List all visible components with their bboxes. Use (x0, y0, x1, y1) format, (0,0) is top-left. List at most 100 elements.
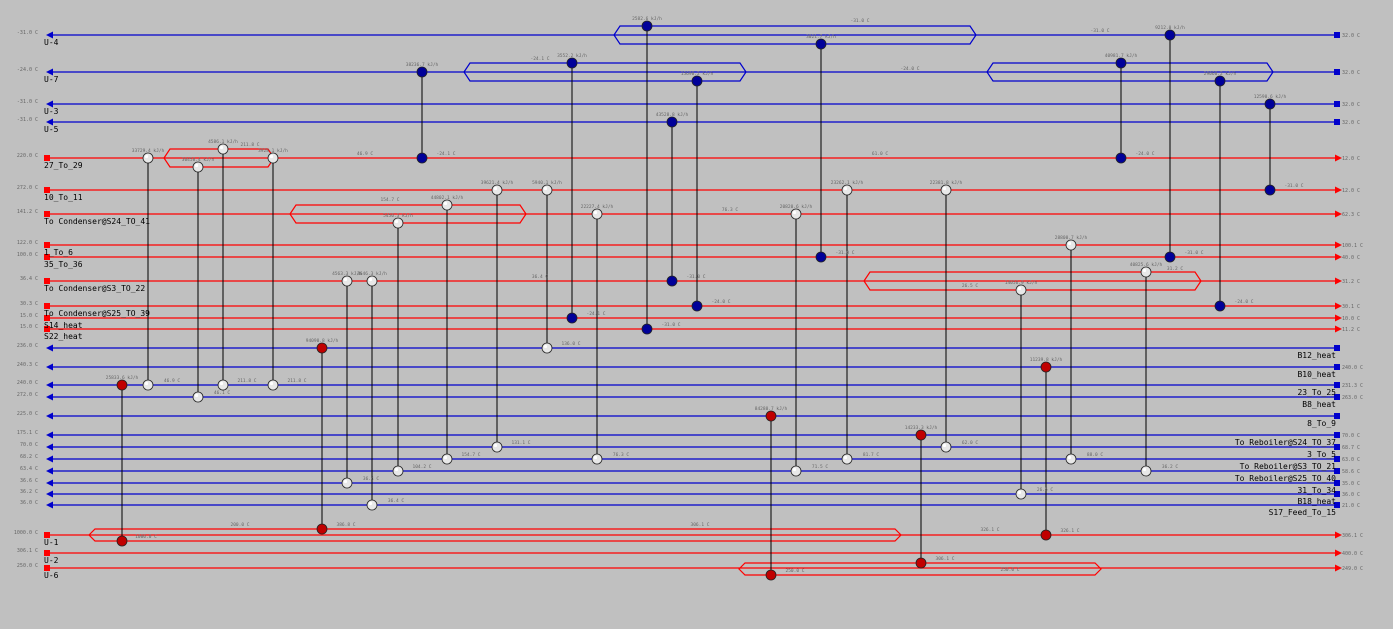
stream-inlet-temperature: 141.2 C (17, 209, 38, 215)
heater-node-top[interactable] (1040, 361, 1052, 373)
exchanger-node-bottom[interactable] (591, 453, 603, 465)
exchanger-node-top[interactable] (591, 208, 603, 220)
stream-name-label: U-4 (44, 38, 59, 47)
heater-node-bottom[interactable] (765, 569, 777, 581)
cooler-node-top[interactable] (815, 38, 827, 50)
exchanger-node-bottom[interactable] (392, 465, 404, 477)
exchanger-node-top[interactable] (441, 199, 453, 211)
exchanger-node-top[interactable] (1065, 239, 1077, 251)
exchanger-node-top[interactable] (790, 208, 802, 220)
exchanger-duty-label: 4586.1 kJ/h (208, 139, 238, 145)
exchanger-node-top[interactable] (192, 161, 204, 173)
stream-name-label: 10_To_11 (44, 193, 83, 202)
exchanger-node-top[interactable] (1140, 266, 1152, 278)
cooler-node-bottom[interactable] (1115, 152, 1127, 164)
exchanger-duty-label: 38236.7 kJ/h (406, 62, 439, 68)
cooler-node-bottom[interactable] (815, 251, 827, 263)
exchanger-node-top[interactable] (541, 184, 553, 196)
cooler-node-bottom[interactable] (641, 323, 653, 335)
exchanger-temperature-label: 26.5 C (1037, 487, 1054, 493)
exchanger-temperature-label: 136.0 C (562, 341, 581, 347)
cooler-node-bottom[interactable] (666, 275, 678, 287)
heater-node-top[interactable] (316, 342, 328, 354)
heater-node-bottom[interactable] (316, 523, 328, 535)
cooler-node-top[interactable] (1214, 75, 1226, 87)
exchanger-node-bottom[interactable] (267, 379, 279, 391)
stream-inlet-temperature: 68.2 C (20, 454, 38, 460)
cooler-node-top[interactable] (416, 66, 428, 78)
exchanger-temperature-label: 131.1 C (512, 440, 531, 446)
exchanger-node-top[interactable] (491, 184, 503, 196)
exchanger-node-bottom[interactable] (192, 391, 204, 403)
stream-outlet-temperature: 100.1 C (1342, 243, 1363, 249)
stream-split-loop[interactable] (863, 271, 1202, 291)
hot-stream-arrow (1335, 549, 1342, 557)
exchanger-node-top[interactable] (392, 217, 404, 229)
exchanger-node-top[interactable] (217, 143, 229, 155)
stream-name-label: B18_heat (1297, 497, 1336, 506)
exchanger-node-top[interactable] (142, 152, 154, 164)
cold-stream-arrow (46, 431, 53, 439)
exchanger-node-bottom[interactable] (541, 342, 553, 354)
cooler-node-top[interactable] (691, 75, 703, 87)
stream-split-loop[interactable] (986, 62, 1274, 82)
exchanger-node-top[interactable] (267, 152, 279, 164)
stream-outlet-temperature: 240.0 C (1342, 365, 1363, 371)
cooler-node-bottom[interactable] (1164, 251, 1176, 263)
cooler-node-top[interactable] (666, 116, 678, 128)
heater-node-top[interactable] (915, 429, 927, 441)
exchanger-node-bottom[interactable] (217, 379, 229, 391)
exchanger-node-bottom[interactable] (841, 453, 853, 465)
exchanger-node-top[interactable] (366, 275, 378, 287)
hot-stream-start-marker (44, 278, 50, 284)
node-highlight (269, 381, 274, 386)
cold-stream-arrow (46, 68, 53, 76)
exchanger-node-bottom[interactable] (142, 379, 154, 391)
cooler-node-bottom[interactable] (416, 152, 428, 164)
stream-split-loop[interactable] (463, 62, 747, 82)
cooler-node-bottom[interactable] (1264, 184, 1276, 196)
cooler-node-top[interactable] (641, 20, 653, 32)
cooler-node-bottom[interactable] (1214, 300, 1226, 312)
heater-node-bottom[interactable] (116, 535, 128, 547)
exchanger-node-top[interactable] (1015, 284, 1027, 296)
exchanger-node-top[interactable] (940, 184, 952, 196)
stream-outlet-temperature: 400.0 C (1342, 551, 1363, 557)
exchanger-node-bottom[interactable] (491, 441, 503, 453)
heater-node-bottom[interactable] (1040, 529, 1052, 541)
hot-stream-start-marker (44, 532, 50, 538)
cold-stream-arrow (46, 381, 53, 389)
cooler-node-top[interactable] (1164, 29, 1176, 41)
stream-inlet-temperature: 122.0 C (17, 240, 38, 246)
heater-node-bottom[interactable] (915, 557, 927, 569)
stream-split-loop[interactable] (88, 528, 902, 542)
exchanger-node-top[interactable] (841, 184, 853, 196)
hot-stream-start-marker (44, 155, 50, 161)
exchanger-node-bottom[interactable] (790, 465, 802, 477)
cooler-node-bottom[interactable] (566, 312, 578, 324)
heater-node-top[interactable] (116, 379, 128, 391)
cooler-node-top[interactable] (1115, 57, 1127, 69)
exchanger-node-top[interactable] (341, 275, 353, 287)
heater-node-top[interactable] (765, 410, 777, 422)
exchanger-node-bottom[interactable] (1140, 465, 1152, 477)
exchanger-duty-label: 33729.4 kJ/h (132, 148, 165, 154)
exchanger-node-bottom[interactable] (1065, 453, 1077, 465)
exchanger-node-bottom[interactable] (940, 441, 952, 453)
cooler-node-top[interactable] (1264, 98, 1276, 110)
stream-name-label: To Condenser@S24_TO_41 (44, 217, 150, 226)
stream-inlet-temperature: 36.0 C (20, 500, 38, 506)
stream-split-loop[interactable] (613, 25, 977, 45)
exchanger-node-bottom[interactable] (1015, 488, 1027, 500)
stream-split-loop[interactable] (738, 562, 1102, 576)
stream-inlet-temperature: 272.0 C (17, 392, 38, 398)
stream-name-label: To Reboiler@S3_TO_21 (1240, 462, 1337, 471)
exchanger-node-bottom[interactable] (341, 477, 353, 489)
stream-outlet-temperature: 263.0 C (1342, 395, 1363, 401)
exchanger-node-bottom[interactable] (441, 453, 453, 465)
exchanger-node-bottom[interactable] (366, 499, 378, 511)
cooler-node-bottom[interactable] (691, 300, 703, 312)
exchanger-duty-label: 39621.4 kJ/h (481, 180, 514, 186)
stream-split-loop[interactable] (289, 204, 527, 224)
cooler-node-top[interactable] (566, 57, 578, 69)
